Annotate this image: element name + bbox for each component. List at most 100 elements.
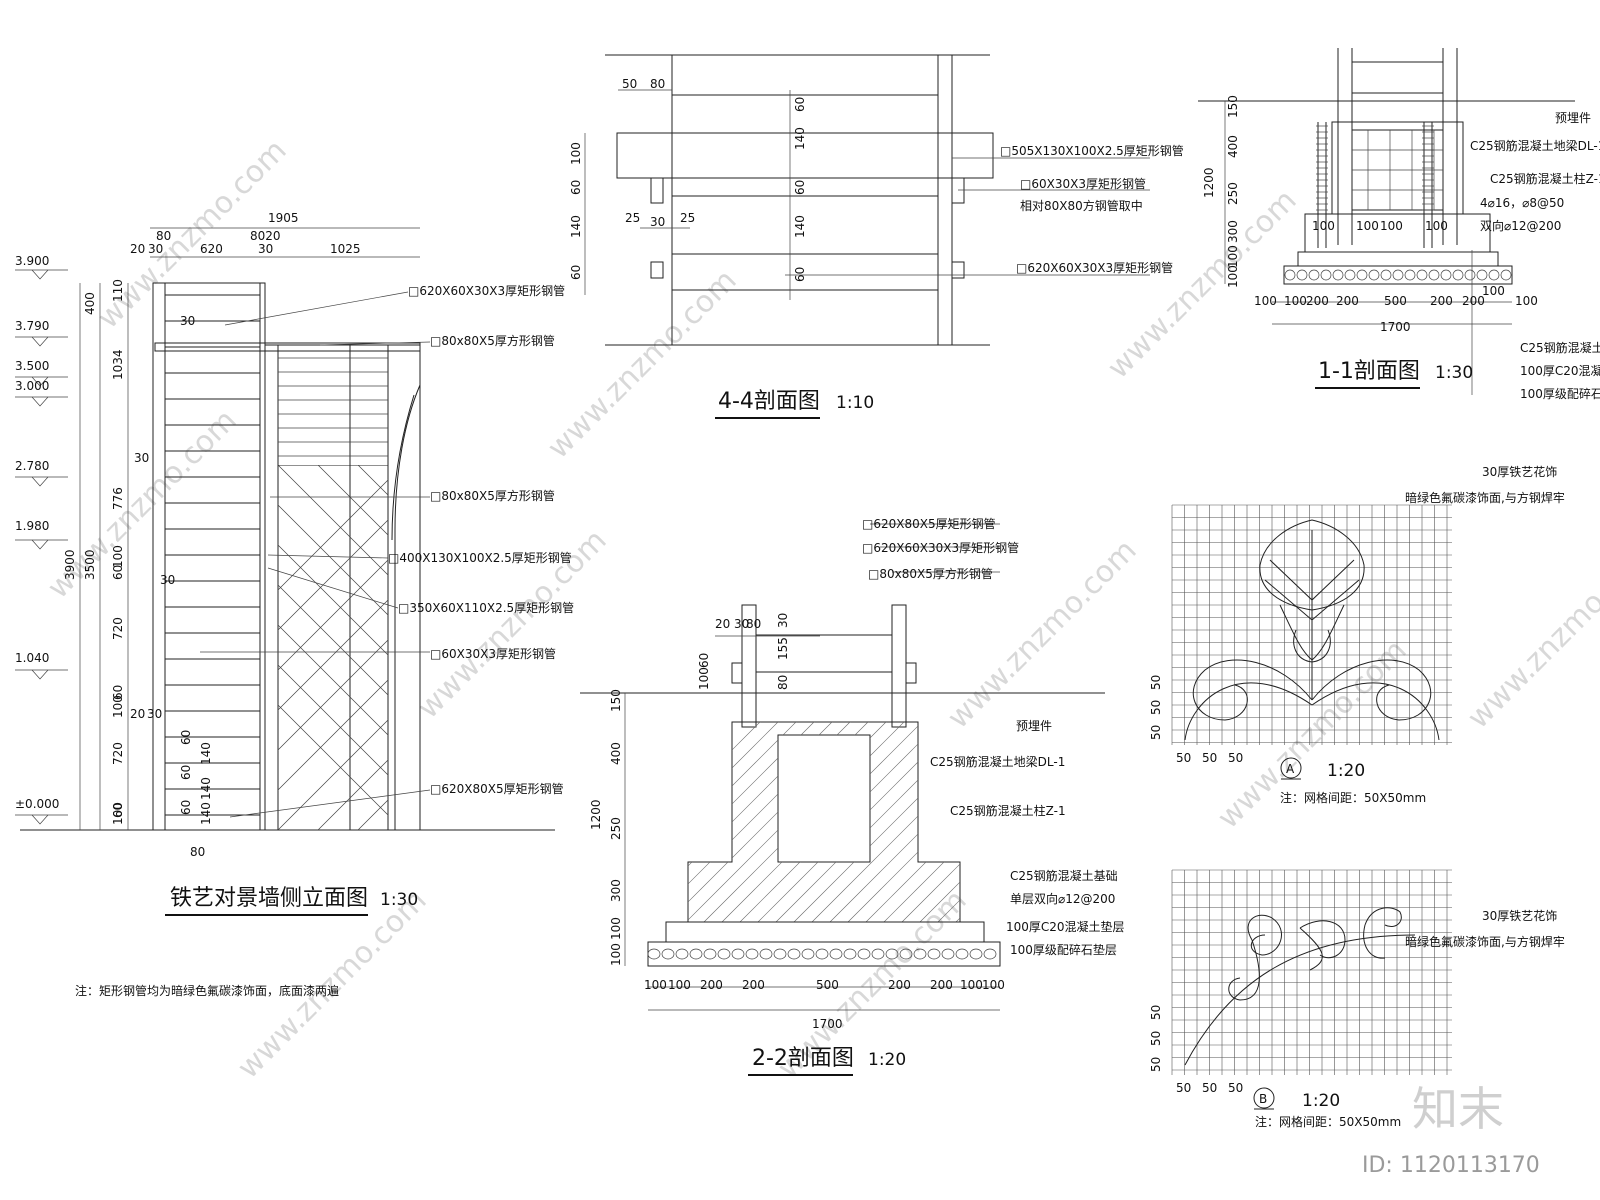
gravel	[1428, 269, 1440, 281]
vdim-60c: 60	[179, 730, 193, 745]
label-s11-3: C25钢筋混凝土柱Z-1	[1490, 171, 1600, 186]
dim-80: 80	[156, 229, 171, 243]
vdim-100b: 100	[111, 545, 125, 568]
s11-bdim-200d: 200	[1462, 294, 1485, 308]
section44-title: 4-4剖面图	[718, 389, 820, 414]
level-mark-triangle	[31, 814, 49, 825]
vdim-30a: 30	[180, 314, 195, 328]
detailB-marker-circle	[1253, 1087, 1275, 1109]
gravel	[885, 948, 899, 960]
s22-bdim-500: 500	[816, 978, 839, 992]
vdim-110: 110	[111, 279, 125, 302]
section44-dimension-text: 50 80 100 60 140 60 25 30 25 60 140 60 1…	[569, 77, 807, 282]
detailB-grid	[1171, 869, 1452, 1075]
concrete-hatch	[775, 722, 960, 922]
label-elev-2: □80x80X5厚方形钢管	[430, 333, 555, 348]
watermark-site: www.znzmo.com	[941, 533, 1144, 736]
s11-idim-100c: 100	[1380, 219, 1403, 233]
gravel	[675, 948, 689, 960]
s44-dim-50: 50	[622, 77, 637, 91]
label-elev-7: □620X80X5厚矩形钢管	[430, 781, 564, 796]
s22-bdim-200b: 200	[742, 978, 765, 992]
level-mark-triangle	[31, 476, 49, 487]
detailA-note: 注：网格间距：50X50mm	[1280, 790, 1426, 805]
lattice-bar	[317, 465, 388, 536]
s11-vdim-100b: 100	[1226, 265, 1240, 288]
label-elev-4: □400X130X100X2.5厚矩形钢管	[388, 550, 572, 565]
detailB-vdim-1: 50	[1149, 1005, 1163, 1020]
image-id: ID: 1120113170	[1362, 1153, 1540, 1178]
dim-20: 20	[130, 242, 145, 256]
gravel	[759, 948, 773, 960]
section44-scale: 1:10	[836, 393, 874, 413]
s44-dim-60: 60	[569, 180, 583, 195]
gravel	[1356, 269, 1368, 281]
lattice-bar	[278, 465, 388, 576]
concrete-hatch	[739, 722, 960, 922]
level-3790: 3.790	[15, 319, 49, 333]
vdim-776: 776	[111, 487, 125, 510]
s22-bdim-100d: 100	[982, 978, 1005, 992]
elevation-dimension-text: 1905 20 30 80 620 8020 30 1025 3.900 3.7…	[15, 211, 361, 859]
dim-1905: 1905	[268, 211, 299, 225]
label-s11-5: 双向⌀12@200	[1480, 218, 1561, 233]
lattice-bar	[317, 759, 388, 830]
gravel	[1404, 269, 1416, 281]
s22-bdim-200c: 200	[888, 978, 911, 992]
vdim-140a: 140	[199, 742, 213, 765]
s22-bdim-100a: 100	[644, 978, 667, 992]
s22-tdim-20: 20	[715, 617, 730, 631]
detailA-scale: 1:20	[1327, 761, 1365, 781]
gravel	[1332, 269, 1344, 281]
s11-vdim-1200: 1200	[1202, 167, 1216, 198]
label-s22-6: C25钢筋混凝土柱Z-1	[950, 803, 1066, 818]
detailA-label2: 暗绿色氟碳漆饰面,与方钢焊牢	[1405, 490, 1565, 505]
concrete-hatch	[688, 722, 791, 922]
vdim-3900: 3900	[63, 549, 77, 580]
section11-scale: 1:30	[1435, 363, 1473, 383]
detailA-ornament	[1184, 519, 1440, 741]
label-s22-8: 单层双向⌀12@200	[1010, 891, 1115, 906]
vdim-60d: 60	[179, 765, 193, 780]
s22-vdim-400: 400	[609, 742, 623, 765]
gravel	[717, 948, 731, 960]
gravel	[801, 948, 815, 960]
s44-dim-60e: 60	[793, 267, 807, 282]
section11-dimension-text: 150 400 1200 250 300 100 100 100 100 200…	[1202, 95, 1538, 334]
gravel	[1392, 269, 1404, 281]
gravel	[1476, 269, 1488, 281]
level-0000: ±0.000	[15, 797, 59, 811]
s11-bdim-100d: 100	[1515, 294, 1538, 308]
level-mark-triangle	[31, 269, 49, 280]
level-3000: 3.000	[15, 379, 49, 393]
elevation-drawing	[15, 227, 555, 831]
lattice-bar	[278, 599, 388, 711]
watermark-layer: www.znzmo.com www.znzmo.com www.znzmo.co…	[41, 133, 1600, 1086]
s11-idim-100a: 100	[1312, 219, 1335, 233]
s22-vdim-100a: 100	[609, 917, 623, 940]
s11-bdim-1700: 1700	[1380, 320, 1411, 334]
s22-vdim-100b: 100	[609, 943, 623, 966]
watermark-site: www.znzmo.com	[541, 263, 744, 466]
detailB-ornament	[1184, 907, 1416, 1066]
s11-bdim-200b: 200	[1336, 294, 1359, 308]
s22-bdim-200a: 200	[700, 978, 723, 992]
vdim-720b: 720	[111, 742, 125, 765]
gravel	[857, 948, 871, 960]
lattice-bar	[278, 479, 388, 591]
label-s22-4: 预埋件	[1016, 719, 1052, 733]
s44-dim-60b: 60	[569, 265, 583, 280]
label-s22-1: □620X80X5厚矩形钢管	[862, 516, 996, 531]
level-2780: 2.780	[15, 459, 49, 473]
detailA-hdim-3: 50	[1228, 751, 1243, 765]
vdim-3500: 3500	[83, 549, 97, 580]
s44-dim-140b: 140	[793, 127, 807, 150]
s11-bdim-500: 500	[1384, 294, 1407, 308]
level-mark-triangle	[31, 396, 49, 407]
label-s11-7: 100厚C20混凝土垫	[1520, 363, 1600, 378]
concrete-hatch	[688, 722, 881, 922]
s22-tdim-60: 60	[697, 653, 711, 668]
lattice-bar	[278, 719, 388, 830]
gravel	[955, 948, 969, 960]
label-s11-1: 预埋件	[1555, 111, 1591, 125]
